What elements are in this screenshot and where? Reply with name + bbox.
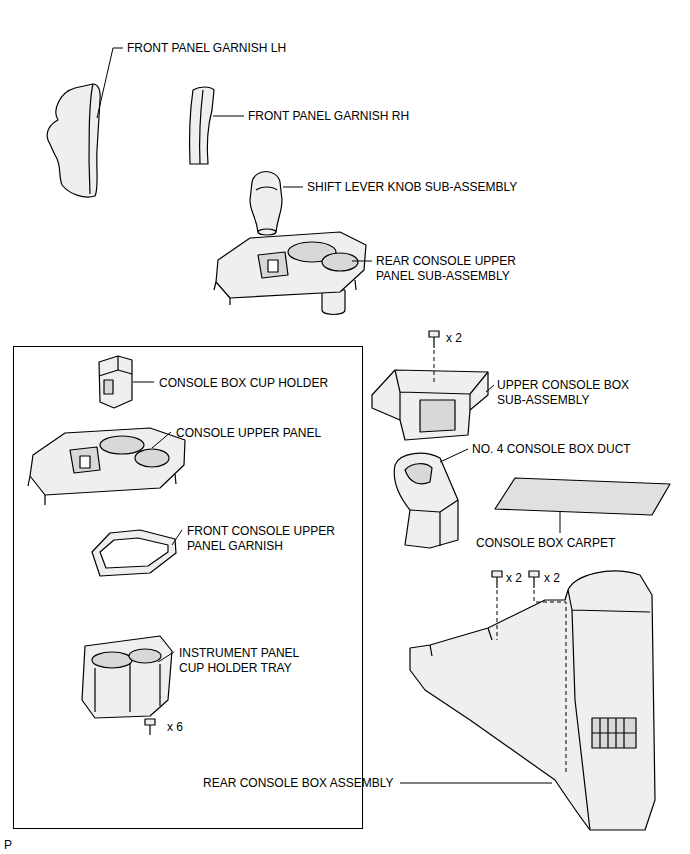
garnish-lh-drawing bbox=[89, 84, 93, 194]
part-name: SHIFT LEVER KNOB SUB-ASSEMBLY bbox=[307, 180, 517, 195]
quantity-callout: x 2 bbox=[446, 331, 462, 346]
rear-console-box-drawing bbox=[592, 718, 636, 748]
part-name: CONSOLE BOX CUP HOLDER bbox=[159, 376, 328, 391]
leader-line bbox=[172, 530, 182, 545]
part-name: FRONT PANEL GARNISH RH bbox=[248, 109, 409, 124]
shift-knob-drawing bbox=[258, 229, 276, 235]
cup-holder-drawing bbox=[99, 356, 132, 376]
rear-upper-panel-drawing bbox=[214, 232, 366, 315]
cup-holder-tray-drawing bbox=[82, 636, 172, 718]
part-name: REAR CONSOLE UPPER PANEL SUB-ASSEMBLY bbox=[376, 254, 526, 284]
garnish-lh-drawing bbox=[47, 84, 100, 197]
leader-line bbox=[158, 652, 174, 662]
rear-upper-panel-drawing bbox=[214, 280, 356, 305]
cup-holder-drawing bbox=[99, 356, 132, 408]
console-upper-panel-drawing bbox=[80, 456, 90, 468]
carpet-drawing bbox=[495, 478, 670, 515]
part-name: UPPER CONSOLE BOX SUB-ASSEMBLY bbox=[497, 378, 632, 408]
panel-garnish-drawing bbox=[100, 538, 168, 568]
console-upper-panel-drawing bbox=[28, 474, 176, 505]
screw-icon bbox=[149, 725, 150, 735]
cup-holder-drawing bbox=[99, 356, 132, 408]
console-upper-panel-drawing bbox=[70, 447, 100, 473]
panel-garnish-drawing bbox=[92, 530, 176, 576]
duct-drawing bbox=[410, 500, 458, 546]
garnish-rh-drawing bbox=[190, 87, 214, 164]
screw-icon bbox=[492, 571, 502, 577]
part-name: REAR CONSOLE BOX ASSEMBLY bbox=[203, 776, 394, 791]
garnish-lh-drawing bbox=[47, 84, 100, 197]
leader-line bbox=[352, 261, 372, 262]
leader-line bbox=[133, 382, 154, 383]
part-name: NO. 4 CONSOLE BOX DUCT bbox=[472, 442, 631, 457]
part-name: FRONT CONSOLE UPPER PANEL GARNISH bbox=[187, 524, 347, 554]
leader-line bbox=[440, 449, 468, 462]
leader-line bbox=[152, 432, 171, 448]
cup-holder-tray-drawing bbox=[82, 636, 172, 718]
cup-holder-tray-drawing bbox=[95, 664, 160, 712]
part-name: FRONT PANEL GARNISH LH bbox=[127, 41, 286, 56]
garnish-rh-drawing bbox=[190, 87, 214, 164]
inset-frame: CONSOLE BOX CUP HOLDER CONSOLE UPPER PANE… bbox=[13, 346, 363, 829]
dashed-line bbox=[434, 350, 566, 775]
garnish-rh-drawing bbox=[200, 90, 203, 164]
cup-holder-drawing bbox=[104, 380, 113, 394]
dashed-line bbox=[434, 350, 435, 385]
leader-line bbox=[97, 48, 123, 118]
rear-upper-panel-drawing bbox=[216, 232, 366, 298]
upper-console-box-drawing bbox=[420, 400, 455, 432]
screw-icon bbox=[429, 331, 439, 337]
rear-upper-panel-drawing bbox=[268, 260, 278, 272]
duct-drawing bbox=[405, 464, 432, 484]
rear-console-box-drawing bbox=[410, 571, 655, 830]
screw-icon bbox=[496, 577, 497, 588]
console-upper-panel-drawing bbox=[30, 428, 185, 495]
parts-illustration bbox=[28, 84, 670, 830]
screw-icon bbox=[145, 331, 539, 735]
part-name: INSTRUMENT PANEL CUP HOLDER TRAY bbox=[179, 646, 311, 676]
rear-console-box-drawing bbox=[430, 628, 492, 656]
rear-console-box-drawing bbox=[592, 718, 636, 748]
cup-holder-tray-drawing bbox=[129, 649, 161, 663]
cup-holder-tray-drawing bbox=[92, 652, 132, 668]
upper-console-box-drawing bbox=[372, 370, 488, 440]
panel-garnish-drawing bbox=[92, 530, 176, 576]
shift-knob-drawing bbox=[256, 187, 277, 190]
screw-icon bbox=[145, 719, 155, 725]
rear-upper-panel-drawing bbox=[258, 252, 288, 278]
part-name: CONSOLE UPPER PANEL bbox=[176, 426, 321, 441]
screw-icon bbox=[533, 577, 534, 588]
duct-drawing bbox=[394, 453, 458, 548]
quantity-callout: x 6 bbox=[167, 720, 183, 735]
quantity-callout: x 2 bbox=[544, 571, 560, 586]
shift-knob-drawing bbox=[250, 172, 282, 233]
rear-upper-panel-drawing bbox=[322, 253, 358, 271]
leader-line bbox=[400, 783, 552, 784]
shift-knob-drawing bbox=[250, 172, 282, 236]
frame-placeholder bbox=[13, 346, 363, 829]
leader-line bbox=[560, 512, 561, 533]
leader-line bbox=[283, 187, 303, 188]
duct-drawing bbox=[394, 453, 458, 548]
console-upper-panel-drawing bbox=[135, 449, 169, 467]
upper-console-box-drawing bbox=[372, 370, 488, 440]
leader-line bbox=[97, 48, 560, 783]
screw-icon bbox=[433, 337, 434, 348]
dashed-line bbox=[497, 590, 498, 640]
console-upper-panel-drawing bbox=[100, 436, 144, 454]
leader-line bbox=[213, 116, 244, 117]
quantity-callout: x 2 bbox=[506, 571, 522, 586]
rear-upper-panel-drawing bbox=[322, 290, 345, 315]
rear-console-box-drawing bbox=[410, 571, 655, 830]
figure-code: P bbox=[4, 838, 12, 853]
part-name: CONSOLE BOX CARPET bbox=[476, 536, 615, 551]
screw-icon bbox=[529, 571, 539, 577]
leader-line bbox=[486, 385, 494, 392]
console-upper-panel-drawing bbox=[28, 428, 185, 505]
rear-console-box-drawing bbox=[568, 590, 650, 830]
dashed-line bbox=[534, 590, 566, 775]
